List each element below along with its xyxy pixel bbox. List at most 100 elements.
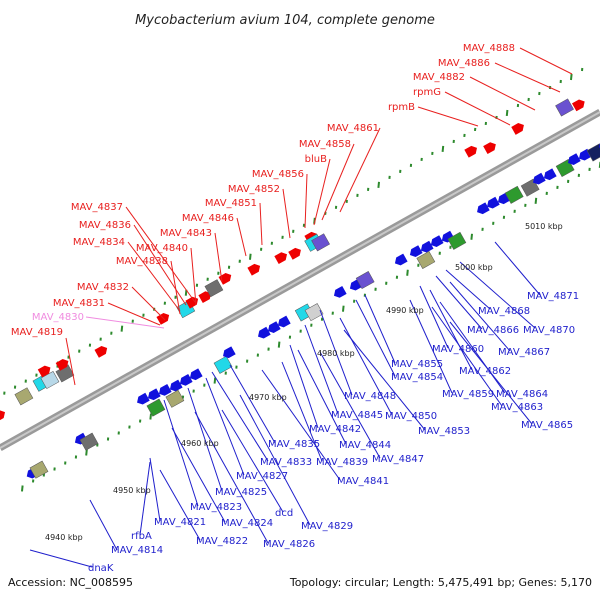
gene-label[interactable]: MAV_4863: [491, 402, 543, 413]
gene-label[interactable]: MAV_4846: [182, 213, 234, 224]
gene-block[interactable]: [464, 144, 479, 158]
gene-block[interactable]: [156, 311, 171, 325]
gene-label[interactable]: MAV_4836: [79, 220, 131, 231]
gene-label[interactable]: MAV_4831: [53, 298, 105, 309]
gene-label[interactable]: MAV_4832: [77, 282, 129, 293]
gene-block[interactable]: [572, 98, 587, 112]
gene-block[interactable]: [157, 383, 172, 398]
gene-label[interactable]: MAV_4824: [221, 518, 273, 529]
gene-block[interactable]: [266, 321, 281, 335]
gene-block[interactable]: [276, 315, 291, 330]
gene-block[interactable]: [485, 196, 500, 211]
gene-block[interactable]: [416, 250, 436, 269]
gene-label[interactable]: bluB: [305, 154, 327, 165]
gene-label[interactable]: MAV_4844: [339, 440, 391, 451]
gene-block[interactable]: [288, 246, 303, 260]
gene-block[interactable]: [555, 98, 574, 117]
gene-label[interactable]: MAV_4854: [391, 372, 443, 383]
gene-label[interactable]: MAV_4842: [309, 424, 361, 435]
gene-block[interactable]: [14, 387, 34, 406]
gene-label[interactable]: MAV_4867: [498, 347, 550, 358]
gene-block[interactable]: [520, 178, 540, 197]
gene-label[interactable]: MAV_4868: [478, 306, 530, 317]
gene-block[interactable]: [586, 143, 600, 162]
gene-block[interactable]: [475, 202, 490, 216]
gene-label[interactable]: MAV_4866: [467, 325, 519, 336]
gene-block[interactable]: [221, 346, 236, 360]
gene-block[interactable]: [566, 153, 581, 167]
gene-block[interactable]: [94, 344, 109, 358]
gene-label[interactable]: rfbA: [131, 531, 152, 542]
gene-label[interactable]: MAV_4861: [327, 123, 379, 134]
gene-label[interactable]: MAV_4837: [71, 202, 123, 213]
gene-block[interactable]: [146, 398, 166, 417]
gene-label[interactable]: MAV_4847: [372, 454, 424, 465]
gene-label[interactable]: MAV_4871: [527, 291, 579, 302]
gene-label[interactable]: MAV_4853: [418, 426, 470, 437]
gene-block[interactable]: [40, 371, 60, 390]
gene-label[interactable]: MAV_4843: [160, 228, 212, 239]
gene-label[interactable]: MAV_4838: [116, 256, 168, 267]
gene-label-pseudo[interactable]: MAV_4830: [32, 312, 84, 323]
gene-block[interactable]: [542, 168, 557, 182]
gene-label[interactable]: MAV_4833: [260, 457, 312, 468]
gene-block[interactable]: [0, 408, 7, 422]
gene-label[interactable]: MAV_4855: [391, 359, 443, 370]
gene-label[interactable]: MAV_4840: [136, 243, 188, 254]
gene-block[interactable]: [447, 231, 467, 250]
gene-label[interactable]: MAV_4888: [463, 43, 515, 54]
gene-block[interactable]: [393, 253, 408, 268]
gene-block[interactable]: [185, 295, 200, 309]
gene-label[interactable]: MAV_4852: [228, 184, 280, 195]
gene-label[interactable]: MAV_4870: [523, 325, 575, 336]
gene-label[interactable]: MAV_4886: [438, 58, 490, 69]
gene-label[interactable]: MAV_4856: [252, 169, 304, 180]
gene-block[interactable]: [531, 172, 546, 187]
gene-label[interactable]: dcd: [275, 508, 293, 519]
gene-block[interactable]: [504, 185, 524, 204]
gene-label[interactable]: MAV_4822: [196, 536, 248, 547]
gene-block[interactable]: [198, 289, 213, 304]
gene-block[interactable]: [511, 121, 526, 135]
gene-block[interactable]: [304, 303, 324, 322]
gene-block[interactable]: [256, 326, 271, 341]
gene-block[interactable]: [204, 279, 224, 298]
gene-block[interactable]: [408, 245, 423, 259]
gene-block[interactable]: [311, 233, 330, 252]
gene-label[interactable]: MAV_4834: [73, 237, 125, 248]
gene-block[interactable]: [135, 392, 150, 407]
gene-label[interactable]: MAV_4841: [337, 476, 389, 487]
gene-label[interactable]: MAV_4851: [205, 198, 257, 209]
gene-label[interactable]: MAV_4865: [521, 420, 573, 431]
gene-block[interactable]: [429, 235, 444, 249]
gene-label[interactable]: MAV_4819: [11, 327, 63, 338]
gene-label[interactable]: rpmG: [413, 87, 441, 98]
gene-block[interactable]: [188, 368, 203, 382]
gene-block[interactable]: [555, 159, 575, 178]
gene-label[interactable]: MAV_4858: [299, 139, 351, 150]
gene-block[interactable]: [178, 373, 193, 388]
gene-block[interactable]: [332, 285, 347, 300]
gene-label[interactable]: MAV_4825: [215, 487, 267, 498]
gene-label[interactable]: MAV_4864: [496, 389, 548, 400]
gene-label[interactable]: MAV_4835: [268, 439, 320, 450]
gene-block[interactable]: [29, 460, 49, 479]
gene-block[interactable]: [247, 262, 262, 276]
gene-label[interactable]: MAV_4827: [236, 471, 288, 482]
gene-label[interactable]: MAV_4850: [385, 411, 437, 422]
gene-label[interactable]: MAV_4862: [459, 366, 511, 377]
gene-block[interactable]: [419, 240, 434, 255]
gene-block[interactable]: [213, 355, 233, 374]
gene-label[interactable]: MAV_4860: [432, 344, 484, 355]
gene-block[interactable]: [168, 379, 183, 394]
gene-label[interactable]: rpmB: [388, 102, 415, 113]
gene-block[interactable]: [165, 389, 185, 408]
gene-block[interactable]: [274, 250, 289, 265]
gene-label[interactable]: MAV_4845: [331, 410, 383, 421]
gene-label[interactable]: MAV_4823: [190, 502, 242, 513]
gene-label[interactable]: MAV_4829: [301, 521, 353, 532]
gene-label[interactable]: MAV_4826: [263, 539, 315, 550]
gene-block[interactable]: [355, 271, 375, 290]
gene-label[interactable]: MAV_4859: [442, 389, 494, 400]
gene-label[interactable]: dnaK: [88, 563, 114, 574]
